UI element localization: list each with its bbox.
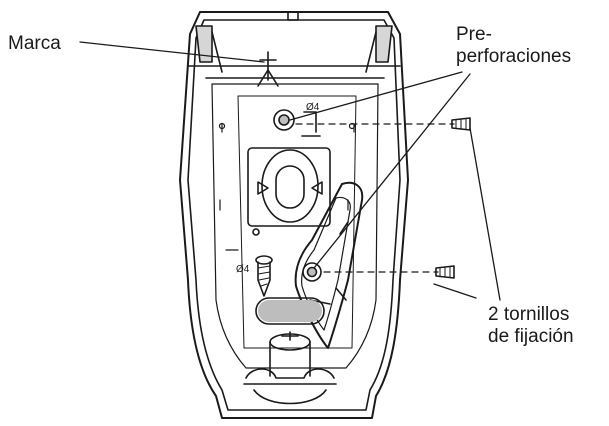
pre-leader-bottom xyxy=(313,73,471,269)
fixing-screw-top xyxy=(451,117,471,131)
predrill-hole-top xyxy=(273,109,321,137)
marca-leader xyxy=(79,41,265,63)
label-fixing-screws: 2 tornillos de fijación xyxy=(488,304,574,348)
screws-leader xyxy=(433,127,501,301)
valve-window xyxy=(247,147,331,236)
housing-outline xyxy=(179,11,409,419)
fixing-screw-bottom xyxy=(435,265,455,279)
predrill-hole-bottom xyxy=(302,262,322,282)
label-preperforaciones: Pre- perforaciones xyxy=(456,24,571,68)
leader-lines xyxy=(79,41,501,301)
label-fixing-screws-line1: 2 tornillos xyxy=(488,304,570,325)
screw-illustration xyxy=(255,255,273,297)
label-fixing-screws-line2: de fijación xyxy=(488,326,574,347)
drain-slot xyxy=(255,297,325,325)
diameter-mark-screw: Ø4 xyxy=(236,264,250,275)
fixing-screws xyxy=(435,117,471,279)
label-marca: Marca xyxy=(8,33,61,54)
bottom-nozzle xyxy=(243,331,337,405)
side-marks xyxy=(218,122,356,251)
label-preperforaciones-line2: perforaciones xyxy=(456,46,572,67)
diameter-mark-top: Ø4 xyxy=(306,102,320,113)
dashed-guides xyxy=(295,123,455,273)
pre-leader-top xyxy=(289,71,463,121)
top-hinges xyxy=(195,11,393,73)
label-preperforaciones-line1: Pre- xyxy=(456,24,492,45)
mark-symbol xyxy=(257,51,279,87)
